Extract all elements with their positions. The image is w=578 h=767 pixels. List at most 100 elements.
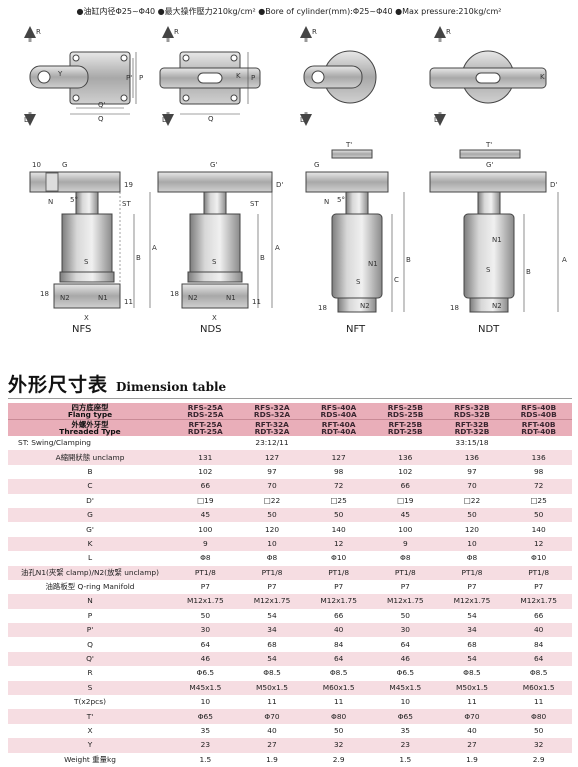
table-cell: 50: [505, 507, 572, 523]
table-cell: 97: [467, 466, 477, 476]
row-label: R: [87, 668, 93, 678]
table-cell: 50: [438, 507, 506, 523]
table-cell: □19: [397, 495, 414, 505]
table-cell: 45: [172, 507, 239, 523]
label-18: 18: [40, 290, 49, 298]
table-cell: 12: [505, 536, 572, 552]
table-cell: P7: [467, 582, 477, 592]
side-view-nds: G' D' ST A B S N2 N1 18 11 X NDS: [157, 161, 283, 335]
table-cell: M60x1.5: [305, 680, 372, 696]
label-x: X: [84, 314, 89, 322]
table-cell: Φ8.5: [263, 668, 281, 678]
table-cell: 50: [200, 610, 211, 620]
table-cell: 127: [305, 450, 372, 465]
table-cell: M45x1.5: [371, 680, 439, 696]
top-view-nft: R L: [300, 26, 377, 126]
label-r-2: R: [174, 28, 179, 36]
table-cell: 84: [533, 639, 544, 649]
table-cell: M45x1.5: [172, 680, 239, 696]
table-cell: 120: [264, 524, 280, 534]
header-model-cell: RFT-25A RDT-25A: [172, 419, 239, 436]
label-x-2: X: [212, 314, 217, 322]
table-cell: 32: [305, 738, 372, 753]
table-cell: 97: [267, 466, 277, 476]
table-cell: 120: [464, 524, 480, 534]
table-cell: 1.9: [266, 754, 278, 764]
table-cell: P7: [400, 582, 410, 592]
table-cell: 54: [467, 610, 477, 620]
table-cell: PT1/8: [305, 565, 372, 580]
table-cell: Φ8.5: [529, 668, 548, 678]
label-d: D': [276, 181, 283, 189]
table-cell: 23: [172, 738, 239, 753]
label-18-3: 18: [318, 304, 327, 312]
label-l: L: [24, 116, 28, 124]
table-cell: P7: [200, 582, 210, 592]
row-label: Q': [8, 651, 173, 667]
header-model-cell: RFS-25B RDS-25B: [371, 403, 439, 420]
table-cell: 127: [238, 450, 306, 465]
table-cell: 50: [238, 507, 306, 523]
label-p-2: P: [251, 74, 255, 82]
table-cell: Φ80: [305, 709, 372, 724]
table-cell: 9: [172, 536, 239, 552]
row-label: B: [87, 466, 93, 476]
label-n1-2: N1: [226, 294, 236, 302]
side-view-ndt: T' G' D' N1 S N2 A B 18 NDT: [429, 141, 567, 335]
label-tp: T': [345, 141, 352, 149]
row-label: D': [86, 495, 94, 505]
table-cell: 1.5: [199, 754, 212, 764]
label-18-2: 18: [170, 290, 179, 298]
swing-value-a: 23:12/11: [255, 438, 289, 448]
table-cell: M12x1.75: [172, 594, 239, 609]
table-cell: 140: [331, 524, 346, 534]
table-cell: 40: [267, 726, 277, 735]
label-s-3: S: [356, 278, 361, 286]
table-cell: 54: [267, 610, 277, 620]
table-cell: □19: [197, 495, 214, 505]
heading-divider: [8, 398, 572, 399]
row-label: ST: Swing/Clamping: [18, 438, 91, 448]
table-cell: 11: [333, 697, 344, 707]
table-cell: 35: [200, 726, 211, 735]
label-a: A: [152, 244, 157, 252]
table-cell: 11: [467, 697, 477, 707]
table-cell: 50: [400, 610, 411, 620]
table-cell: P7: [534, 582, 544, 592]
row-label: K: [8, 536, 173, 552]
table-cell: 98: [333, 466, 344, 476]
table-cell: PT1/8: [172, 565, 239, 580]
table-cell: 10: [438, 536, 506, 552]
table-cell: 46: [172, 651, 239, 667]
label-k-2: K: [236, 72, 241, 80]
table-cell: 64: [505, 651, 572, 667]
table-cell: 40: [305, 623, 372, 638]
label-n2-2: N2: [188, 294, 198, 302]
header-model-cell: RFS-32B RDS-32B: [438, 403, 506, 420]
label-l-2: L: [162, 116, 166, 124]
label-b-4: B: [526, 268, 531, 276]
table-cell: 66: [371, 479, 439, 494]
table-cell: 100: [198, 524, 213, 534]
row-label: G': [86, 524, 94, 534]
header-model-cell: RFT-40B RDT-40B: [505, 419, 572, 436]
label-r-3: R: [312, 28, 317, 36]
row-label: G: [8, 507, 173, 523]
table-cell: Φ10: [331, 553, 347, 563]
technical-drawings: R L Y Q Q' P P' R L K Q P R L: [24, 26, 567, 335]
table-cell: 131: [172, 450, 239, 465]
table-cell: 136: [505, 450, 572, 465]
label-18-4: 18: [450, 304, 459, 312]
label-pp: P': [126, 74, 132, 82]
label-r: R: [36, 28, 41, 36]
table-cell: □25: [530, 495, 547, 505]
